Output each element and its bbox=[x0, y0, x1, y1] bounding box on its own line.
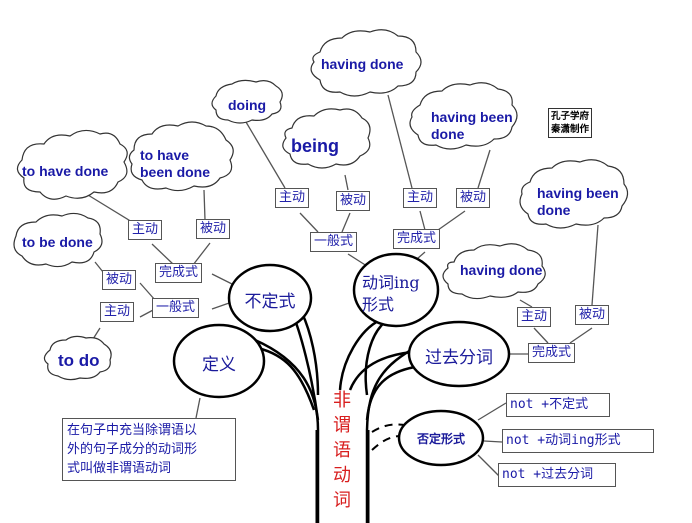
inf-perfect-box: 完成式 bbox=[155, 263, 203, 283]
form-having-done-pp: having done bbox=[460, 262, 543, 278]
oval-ing-form: 动词ing 形式 bbox=[362, 272, 432, 316]
ing-simple-box: 一般式 bbox=[310, 232, 358, 252]
oval-negation: 否定形式 bbox=[416, 432, 465, 446]
form-to-have-been-done-line1: to have bbox=[140, 147, 190, 163]
trunk-title-text: 非谓语动词 bbox=[333, 390, 351, 511]
pp-active-box: 主动 bbox=[517, 307, 552, 327]
form-doing: doing bbox=[228, 97, 267, 113]
definition-line1: 在句子中充当除谓语以 bbox=[67, 423, 198, 438]
inf-perfect-passive-box: 被动 bbox=[196, 219, 231, 239]
inf-perfect-active-box: 主动 bbox=[128, 220, 163, 240]
pp-perfect-box: 完成式 bbox=[528, 343, 576, 363]
definition-line2: 外的句子成分的动词形 bbox=[67, 442, 198, 457]
definition-line3: 式叫做非谓语动词 bbox=[67, 461, 172, 476]
oval-definition: 定义 bbox=[202, 355, 236, 375]
oval-past-participle: 过去分词 bbox=[425, 348, 493, 368]
form-having-been-done-ing-line2: done bbox=[431, 126, 465, 142]
form-to-have-done: to have done bbox=[22, 163, 109, 179]
form-having-been-done-pp-line2: done bbox=[537, 202, 571, 218]
inf-simple-box: 一般式 bbox=[152, 298, 200, 318]
credit-box: 孔子学府 秦潇制作 bbox=[548, 108, 593, 138]
definition-box: 在句子中充当除谓语以 外的句子成分的动词形 式叫做非谓语动词 bbox=[62, 418, 236, 481]
negation-infinitive-box: not +不定式 bbox=[506, 393, 610, 417]
ing-simple-passive-box: 被动 bbox=[336, 191, 371, 211]
form-to-do: to do bbox=[58, 351, 100, 370]
form-having-been-done-pp-line1: having been bbox=[537, 185, 619, 201]
form-to-be-done: to be done bbox=[22, 234, 93, 250]
form-having-done-ing: having done bbox=[321, 56, 404, 72]
oval-ing-line2: 形式 bbox=[362, 295, 395, 314]
trunk-title: 非谓语动词 bbox=[331, 388, 353, 513]
ing-perfect-passive-box: 被动 bbox=[456, 188, 491, 208]
oval-ing-line1: 动词ing bbox=[362, 273, 420, 292]
oval-infinitive: 不定式 bbox=[244, 292, 296, 312]
negation-past-participle-box: not +过去分词 bbox=[498, 463, 616, 487]
form-being: being bbox=[291, 136, 339, 156]
form-having-been-done-ing-line1: having been bbox=[431, 109, 513, 125]
credit-line1: 孔子学府 bbox=[551, 111, 590, 122]
ing-perfect-active-box: 主动 bbox=[403, 188, 438, 208]
ing-simple-active-box: 主动 bbox=[275, 188, 310, 208]
ing-perfect-box: 完成式 bbox=[393, 229, 441, 249]
inf-simple-passive-box: 被动 bbox=[102, 270, 137, 290]
inf-simple-active-box: 主动 bbox=[100, 302, 135, 322]
form-to-have-been-done-line2: been done bbox=[140, 164, 211, 180]
negation-ing-box: not +动词ing形式 bbox=[502, 429, 654, 453]
credit-line2: 秦潇制作 bbox=[551, 124, 590, 135]
pp-passive-box: 被动 bbox=[575, 305, 610, 325]
